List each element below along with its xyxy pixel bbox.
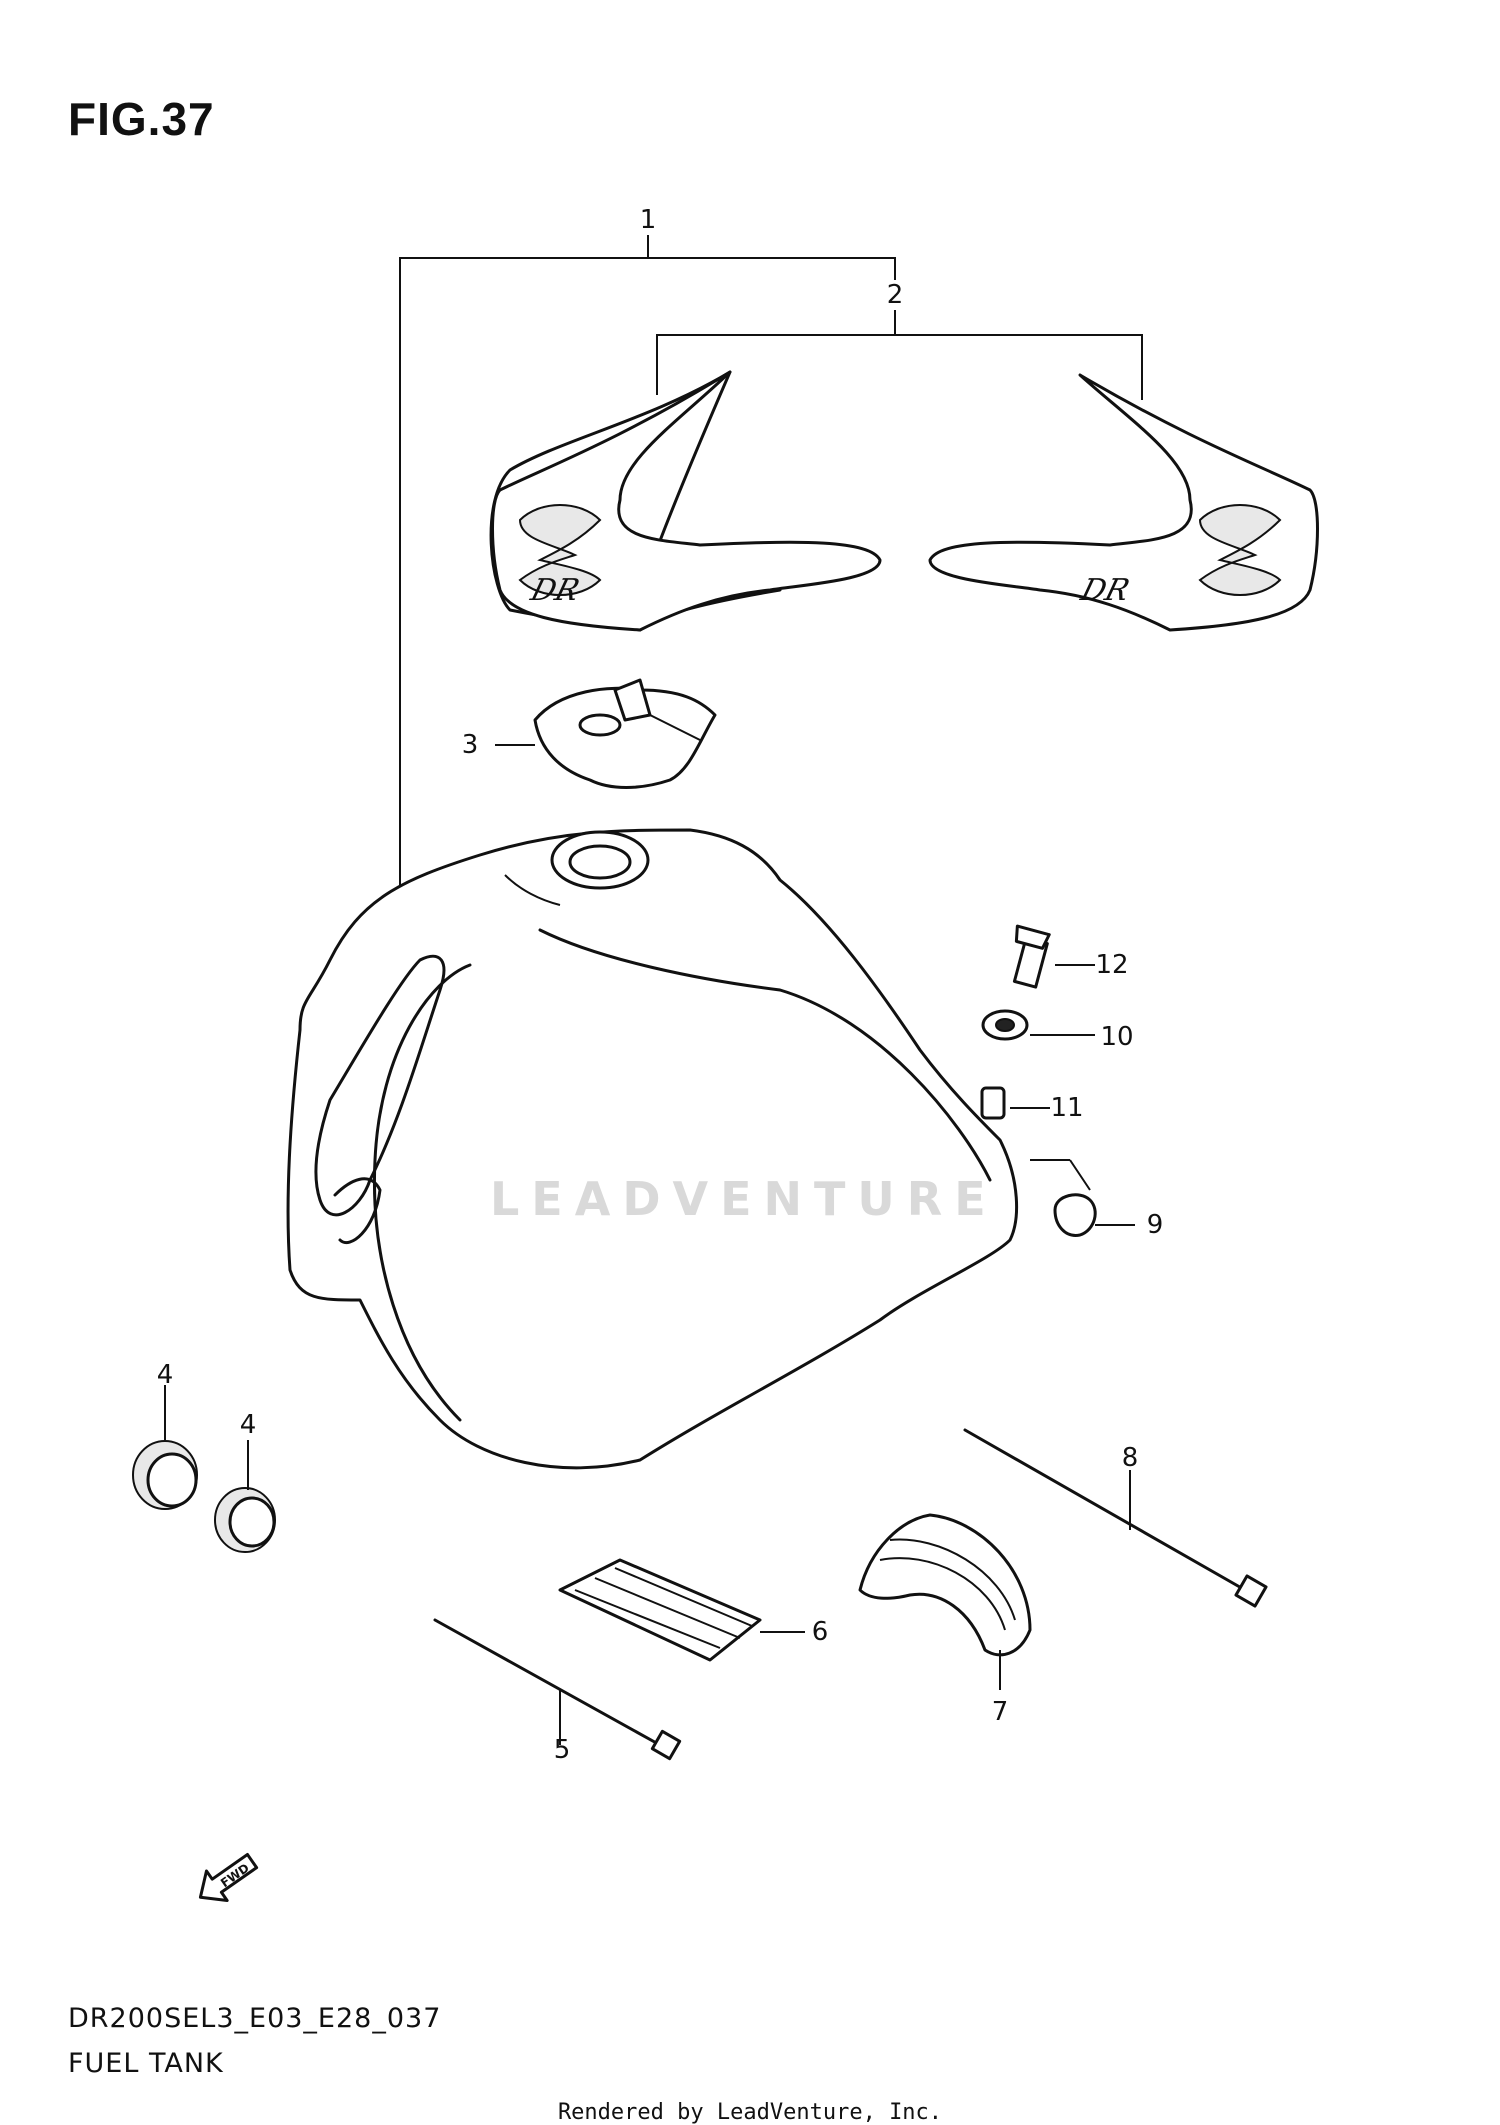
callout-ref-7[interactable]: 7 [991, 1697, 1009, 1727]
bolt [1012, 924, 1095, 989]
fuel-cap [495, 678, 717, 789]
watermark-text: LEADVENTURE [490, 1172, 998, 1226]
cushion-left [132, 1385, 198, 1510]
callout-ref-11[interactable]: 11 [1050, 1093, 1084, 1123]
callout-ref-5[interactable]: 5 [553, 1735, 571, 1765]
cover [858, 1513, 1032, 1690]
right-tank-decal: DR [928, 373, 1319, 632]
band-strap-left [433, 1618, 682, 1761]
cushion-pad [558, 1558, 805, 1662]
callout-ref-3[interactable]: 3 [461, 730, 479, 760]
cushion-right [214, 1440, 276, 1553]
assembly-name: FUEL TANK [68, 2048, 224, 2079]
collar [980, 1086, 1050, 1120]
callout-ref-6[interactable]: 6 [811, 1617, 829, 1647]
rendered-by-credit: Rendered by LeadVenture, Inc. [557, 2100, 943, 2125]
right-decal-model-mark: DR [1076, 573, 1133, 607]
forward-direction-arrow: FWD [198, 1853, 259, 1902]
band-strap-right [963, 1428, 1268, 1608]
callout-ref-2[interactable]: 2 [886, 280, 904, 310]
callout-ref-12[interactable]: 12 [1095, 950, 1129, 980]
bracket-ref-2 [656, 310, 1143, 400]
left-tank-decal: DR [489, 370, 882, 632]
washer [981, 1009, 1095, 1041]
fuel-tank [286, 828, 1091, 1470]
callout-ref-9[interactable]: 9 [1146, 1210, 1164, 1240]
bracket-ref-1 [399, 235, 896, 913]
left-decal-model-mark: DR [526, 573, 583, 607]
callout-ref-10[interactable]: 10 [1100, 1022, 1134, 1052]
diagram-code: DR200SEL3_E03_E28_037 [68, 2003, 442, 2034]
callout-ref-4b[interactable]: 4 [239, 1410, 257, 1440]
grommet [1053, 1193, 1135, 1237]
callout-ref-8[interactable]: 8 [1121, 1443, 1139, 1473]
callout-ref-1[interactable]: 1 [639, 205, 657, 235]
callout-ref-4a[interactable]: 4 [156, 1360, 174, 1390]
figure-title: FIG.37 [68, 93, 215, 145]
